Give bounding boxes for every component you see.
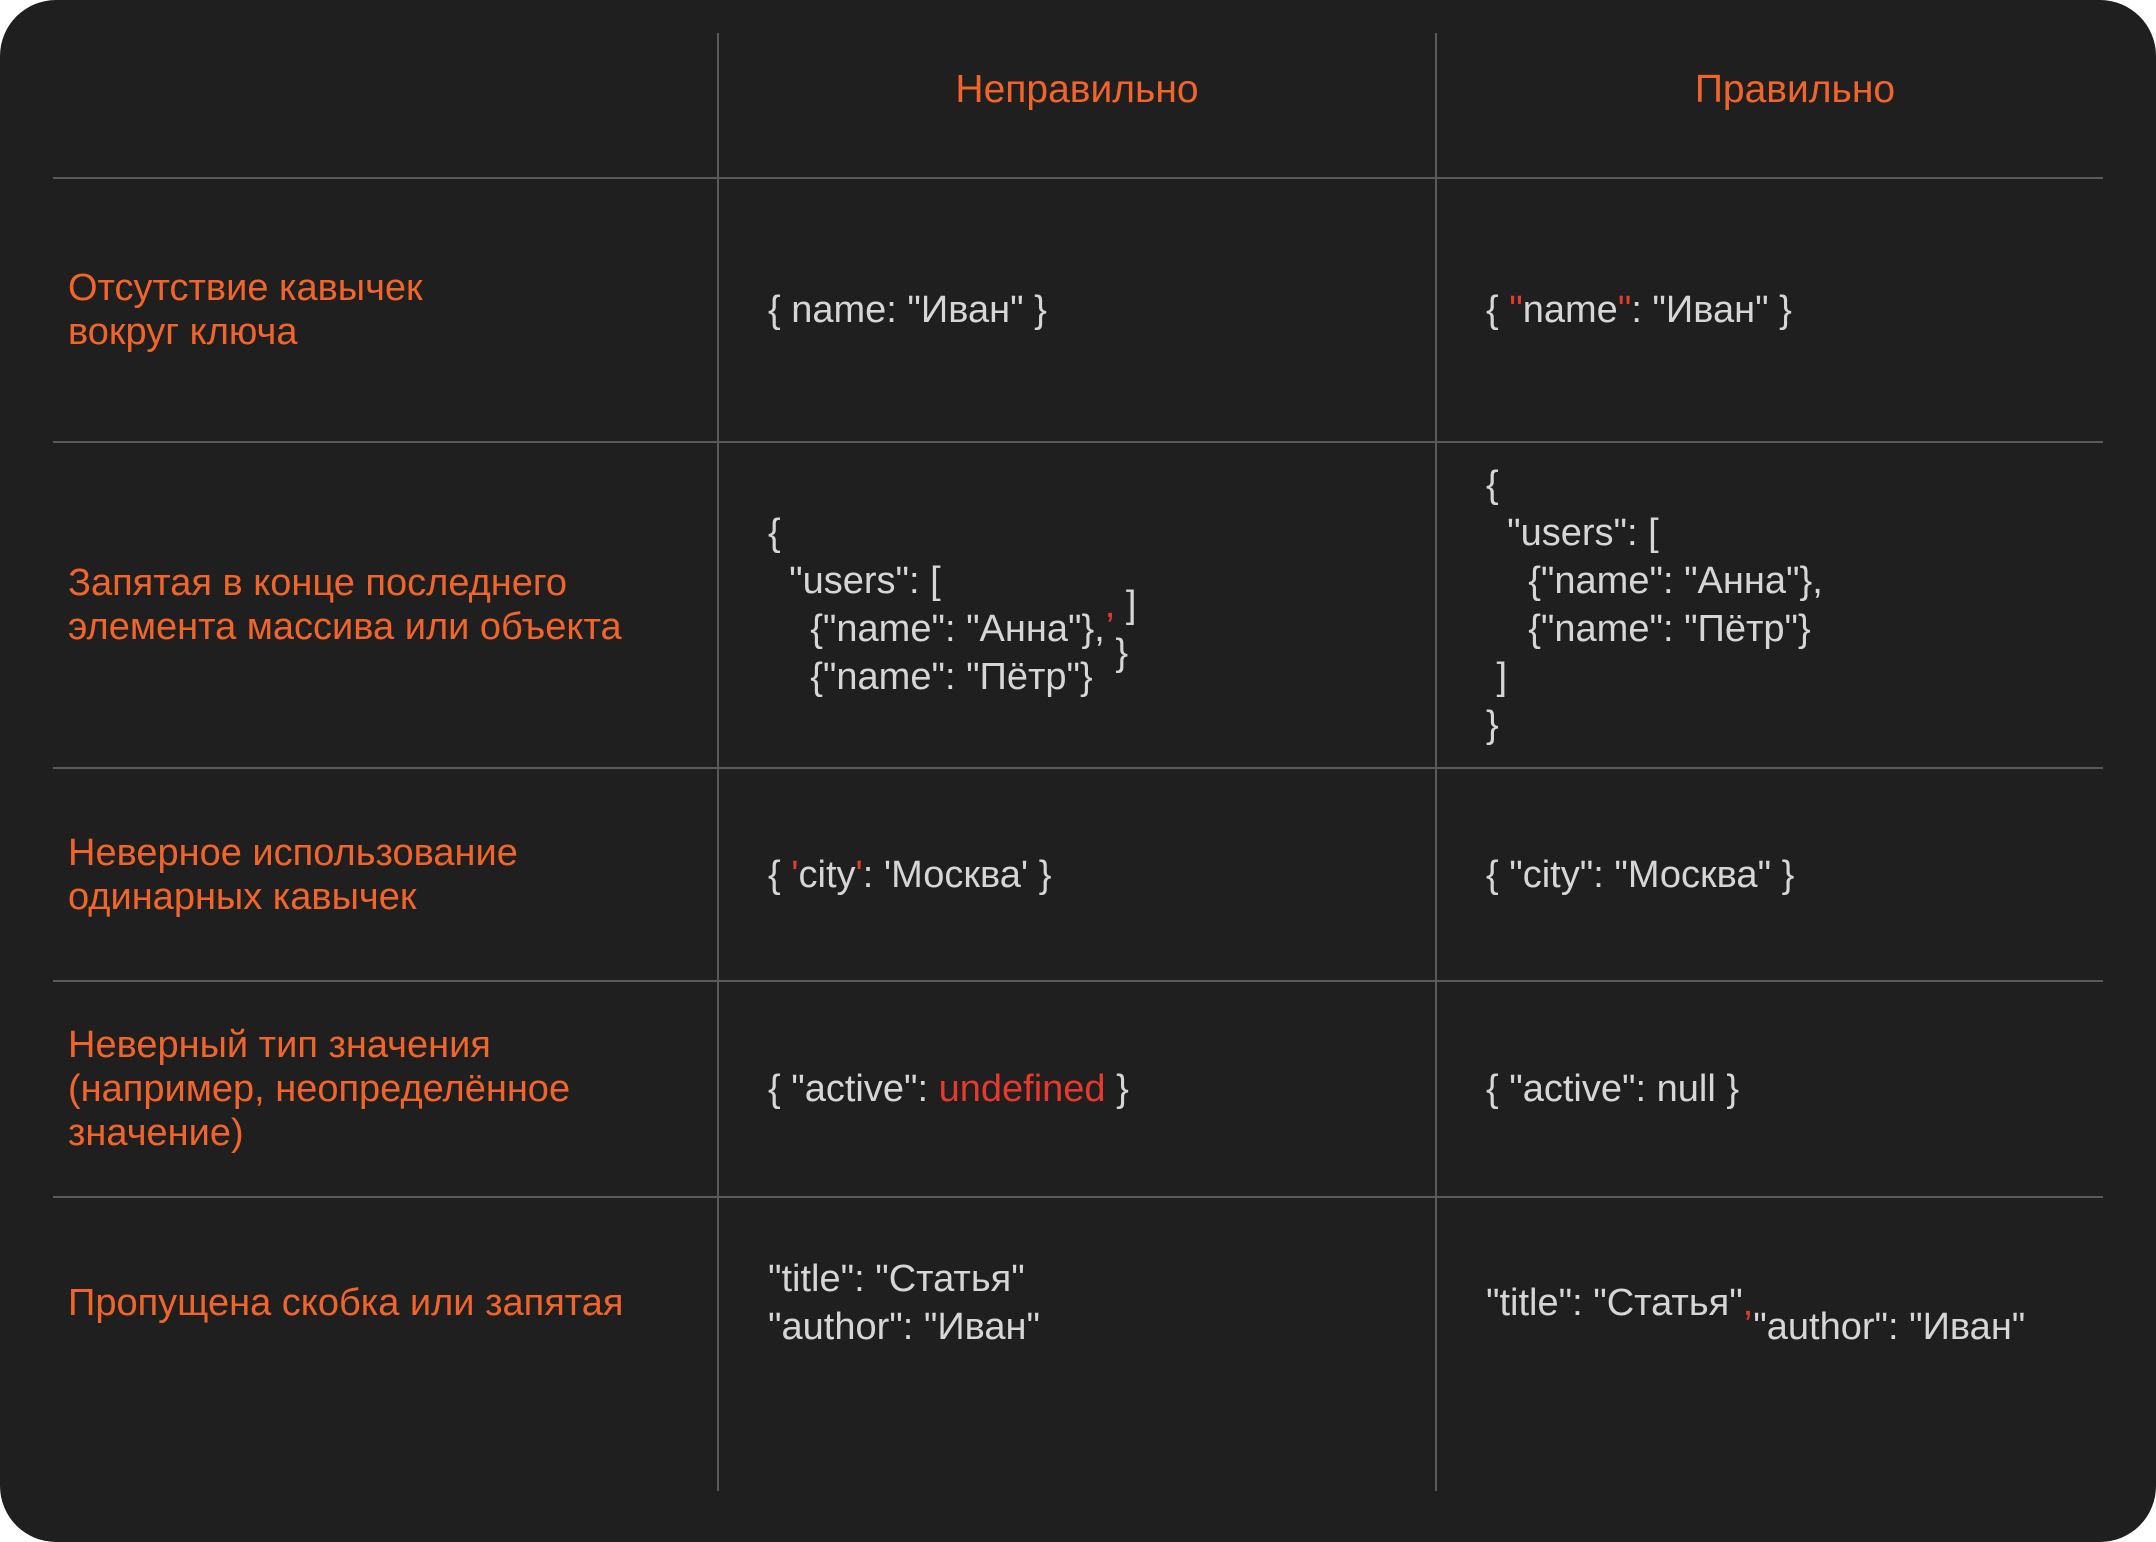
column-divider (717, 33, 719, 1491)
code-wrong-single-quotes: { 'city': 'Москва' } (768, 853, 1052, 896)
code-right-trailing-comma: { "users": [ {"name": "Анна"}, {"name": … (1486, 464, 1823, 746)
row-divider (53, 767, 2103, 769)
row-divider (53, 441, 2103, 443)
row-label-trailing-comma: Запятая в конце последнего элемента масс… (68, 562, 622, 648)
row-divider (53, 1196, 2103, 1198)
row-label-single-quotes: Неверное использование одинарных кавычек (68, 831, 518, 918)
row-divider (53, 980, 2103, 982)
row-label-missing-bracket-or-comma: Пропущена скобка или запятая (68, 1282, 624, 1324)
column-divider (1435, 33, 1437, 1491)
header-wrong: Неправильно (955, 68, 1199, 111)
header-right: Правильно (1694, 68, 1896, 111)
code-right-single-quotes: { "city": "Москва" } (1486, 853, 1795, 896)
code-right-missing-comma: "title": "Статья", "author": "Иван" (1486, 1282, 2026, 1348)
code-wrong-value-type: { "active": undefined } (768, 1068, 1129, 1110)
code-wrong-trailing-comma: { "users": [ {"name": "Анна"}, {"name": … (768, 512, 1137, 698)
code-right-missing-key-quotes: { "name": "Иван" } (1486, 289, 1792, 331)
code-wrong-missing-key-quotes: { name: "Иван" } (768, 289, 1047, 331)
row-label-wrong-value-type: Неверный тип значения (например, неопред… (68, 1024, 571, 1154)
code-right-value-type: { "active": null } (1486, 1068, 1740, 1110)
row-divider (53, 177, 2103, 179)
code-wrong-missing-comma: "title": "Статья" "author": "Иван" (768, 1258, 1041, 1348)
row-label-missing-key-quotes: Отсутствие кавычек вокруг ключа (68, 267, 423, 353)
